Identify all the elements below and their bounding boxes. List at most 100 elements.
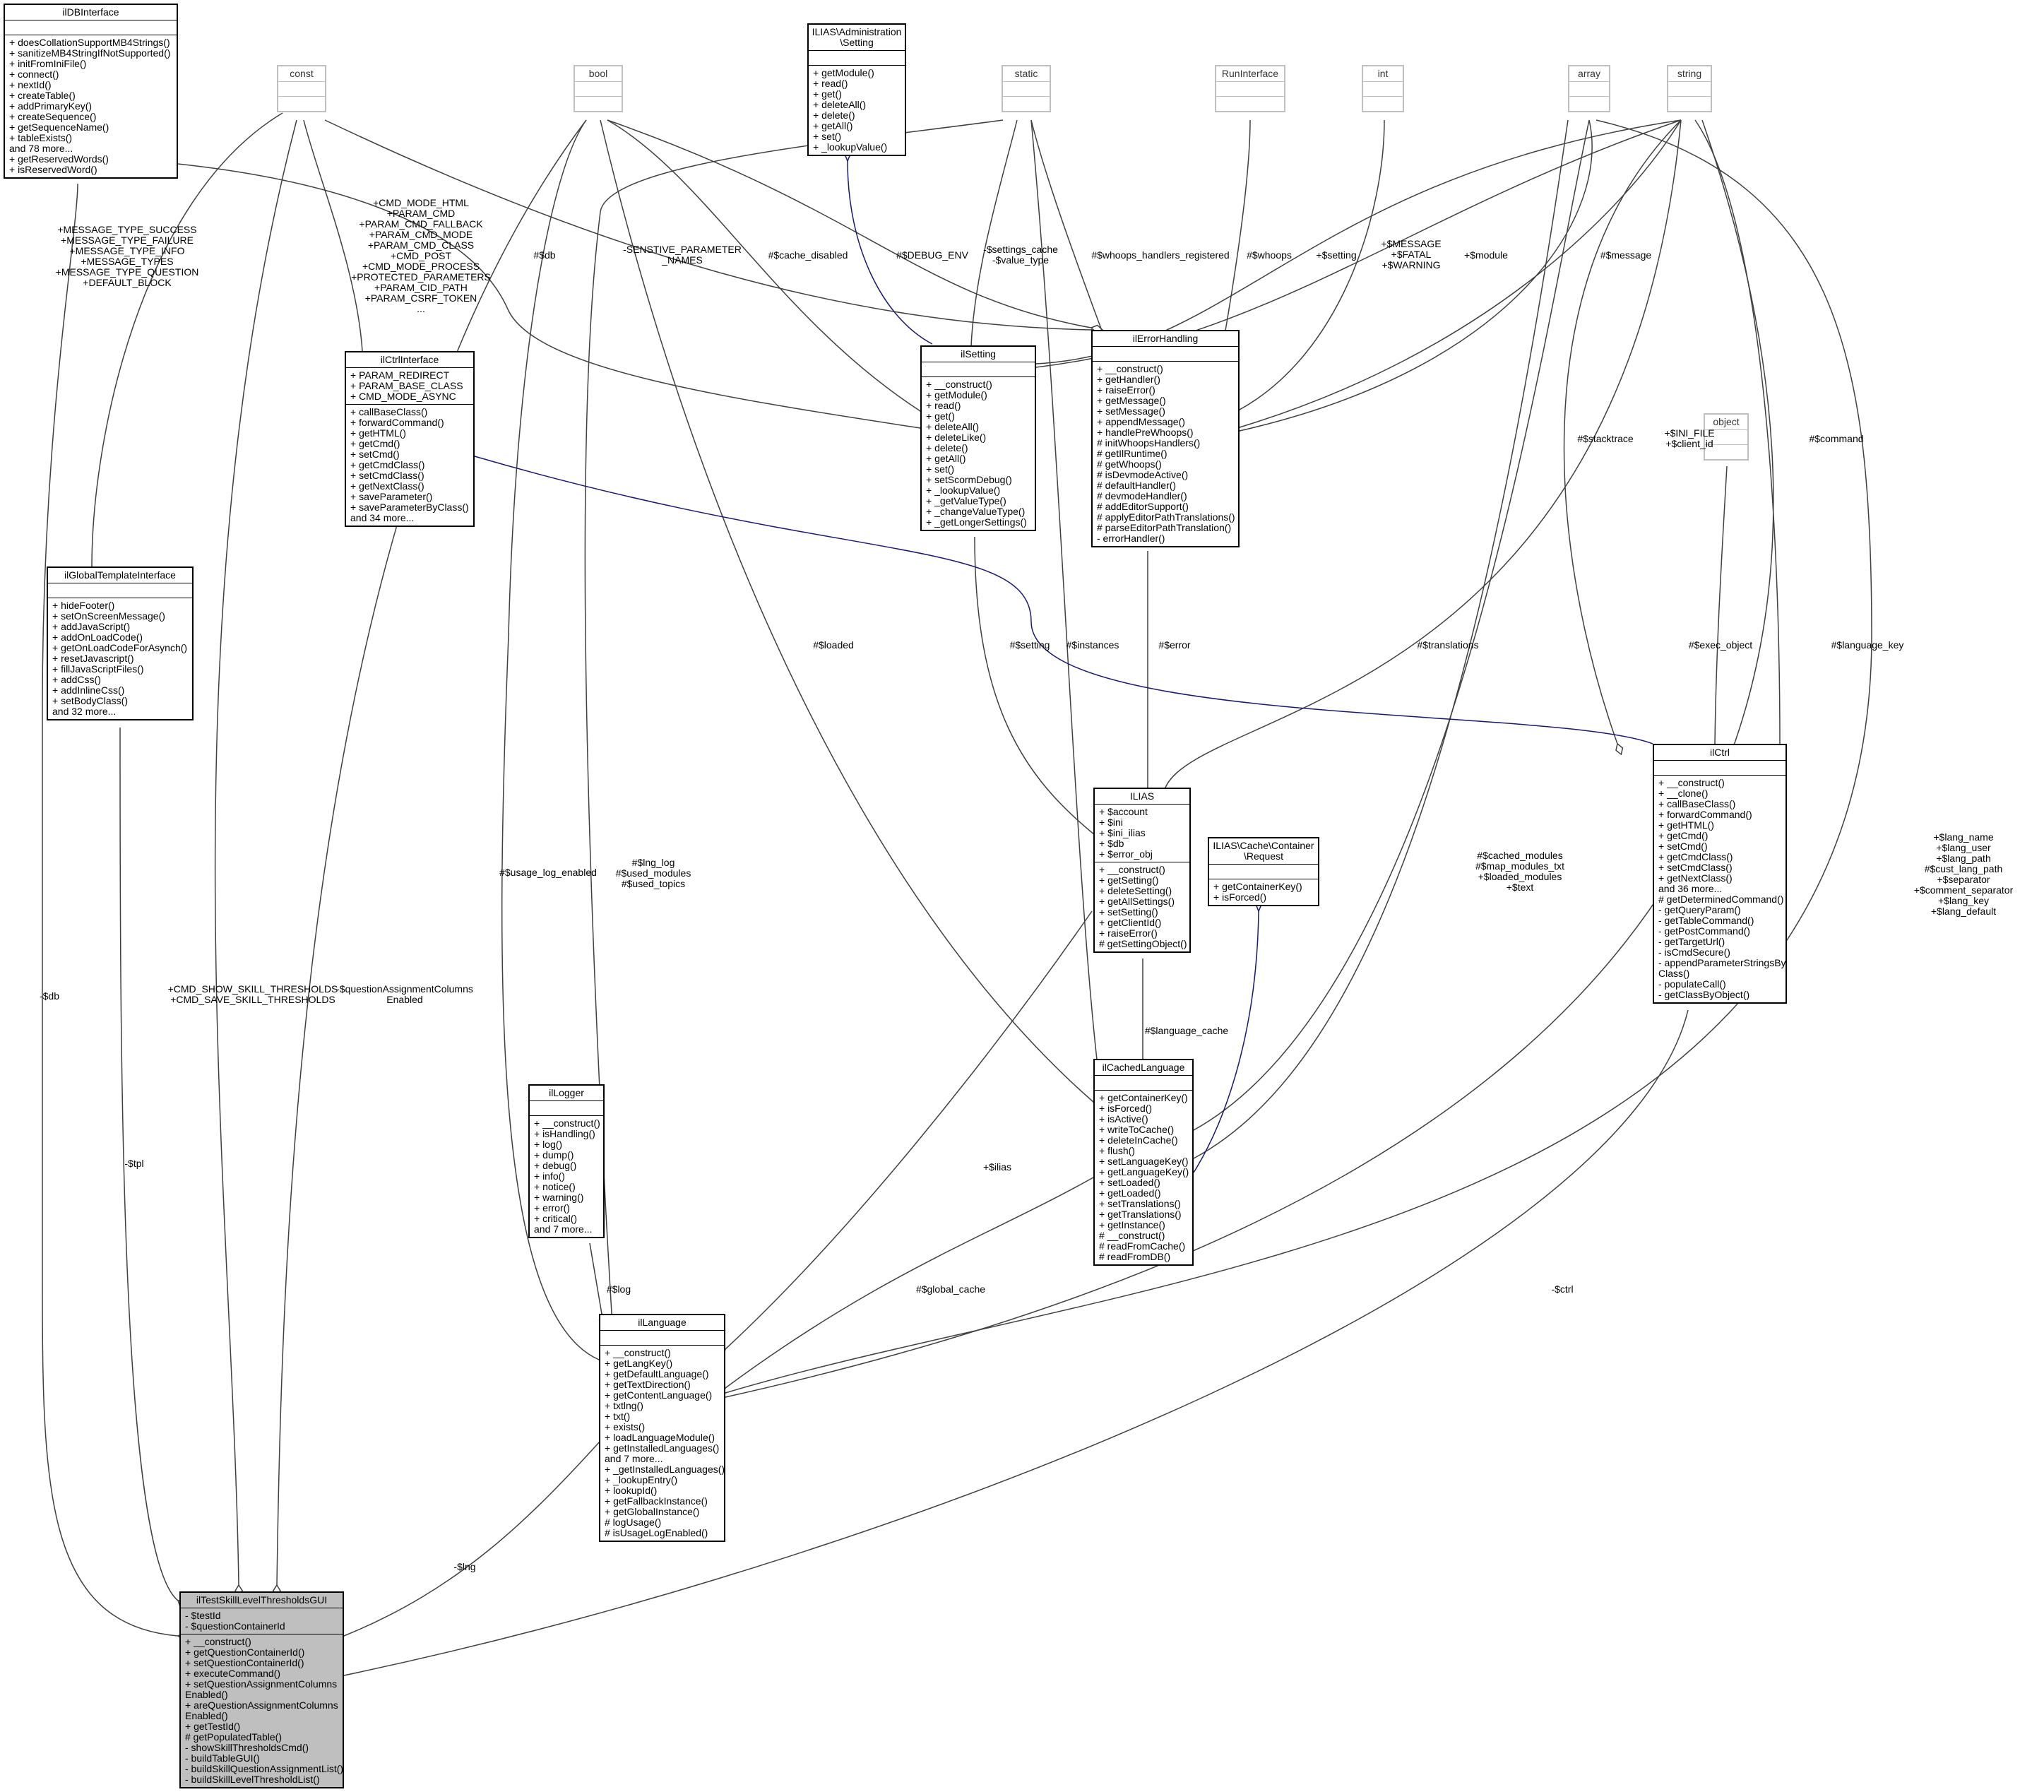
member-row: # devmodeHandler() [1097,490,1187,502]
node-title: const [278,66,325,82]
member-row: + getReservedWords() [9,153,109,165]
member-row: + getTranslations() [1099,1209,1182,1220]
node-ops: + __construct()+ getModule()+ read()+ ge… [922,377,1035,530]
node-const[interactable]: const [277,65,326,112]
edge-static-cachedlanguage [1030,119,1097,1060]
node-int[interactable]: int [1362,65,1404,112]
node-static[interactable]: static [1002,65,1051,112]
member-row: + getLanguageKey() [1099,1166,1189,1177]
node-array[interactable]: array [1568,65,1610,112]
member-row: + setScormDebug() [926,474,1012,485]
node-ops: + __construct()+ isHandling()+ log()+ du… [530,1116,603,1237]
member-row: + isReservedWord() [9,164,97,175]
member-row: + _lookupValue() [926,485,1001,496]
node-admin-setting[interactable]: ILIAS\Administration \Setting + getModul… [807,23,906,156]
member-row: + getTextDirection() [605,1379,691,1390]
member-row: + getAllSettings() [1099,896,1175,907]
member-row: - getTableCommand() [1658,915,1754,926]
member-row: + loadLanguageModule() [605,1432,715,1443]
member-row: + txt() [605,1411,631,1422]
member-row: + addInlineCss() [52,684,125,696]
node-ilglobaltemplateinterface[interactable]: ilGlobalTemplateInterface + hideFooter()… [47,566,194,720]
member-row: + setQuestionContainerId() [185,1657,304,1668]
member-row: + writeToCache() [1099,1124,1175,1135]
member-row: + doesCollationSupportMB4Strings() [9,37,170,48]
edge-label-translations: #$translations [1417,639,1479,651]
edge-const-errorhandling [324,119,1091,330]
node-title: ilCtrl [1654,745,1785,761]
node-ops: + __construct()+ getLangKey()+ getDefaul… [600,1346,725,1541]
edge-label-exec-object: #$exec_object [1688,639,1753,651]
node-attrs [922,362,1035,377]
member-row: + getContentLanguage() [605,1389,713,1401]
member-row: + _getValueType() [926,495,1006,506]
edge-label-whoops: #$whoops [1247,249,1292,261]
node-ilctrlinterface[interactable]: ilCtrlInterface + PARAM_REDIRECT+ PARAM_… [345,351,475,527]
node-ops: + doesCollationSupportMB4Strings()+ sani… [5,35,177,177]
member-row: + createTable() [9,90,76,101]
member-row: # applyEditorPathTranslations() [1097,511,1235,523]
node-ilctrl[interactable]: ilCtrl + __construct()+ __clone()+ callB… [1653,744,1787,1004]
member-row: + deleteLike() [926,432,987,443]
edge-string-errorhandling-message [1240,119,1682,427]
member-row: + dump() [534,1149,574,1161]
node-attrs [1209,865,1318,879]
member-row: + txtlng() [605,1400,643,1411]
edge-label-global-cache: #$global_cache [915,1283,986,1295]
node-string[interactable]: string [1667,65,1712,112]
node-runinterface[interactable]: RunInterface [1215,65,1285,112]
node-illanguage[interactable]: ilLanguage + __construct()+ getLangKey()… [599,1314,725,1542]
edge-string-ilias [1165,119,1682,788]
edge-label-log: #$log [606,1283,631,1295]
member-row: # isDevmodeActive() [1097,469,1189,480]
member-row: + addOnLoadCode() [52,631,143,643]
edge-label-error: #$error [1158,639,1191,651]
member-row: + nextId() [9,79,52,90]
member-row: # defaultHandler() [1097,480,1177,491]
member-row: + CMD_MODE_ASYNC [350,391,456,402]
member-row: - buildSkillLevelThresholdList() [185,1774,320,1785]
member-row: + isActive() [1099,1113,1148,1125]
member-row: + getMessage() [1097,395,1166,406]
node-attrs [530,1101,603,1116]
node-ops [1216,97,1284,111]
edge-string-ilctrl-command [1694,119,1780,744]
node-illogger[interactable]: ilLogger + __construct()+ isHandling()+ … [528,1084,605,1238]
member-row: - getQueryParam() [1658,904,1741,915]
node-attrs [278,82,325,97]
node-ilsetting[interactable]: ilSetting + __construct()+ getModule()+ … [920,345,1036,531]
node-ilias[interactable]: ILIAS + $account+ $ini+ $ini_ilias+ $db+… [1093,788,1191,953]
member-row: + getSequenceName() [9,121,109,133]
member-row: # readFromDB() [1099,1251,1171,1262]
member-row: + getAll() [813,120,853,131]
member-row: + raiseError() [1099,927,1158,939]
node-ops [1363,97,1403,111]
member-row: # getIlRuntime() [1097,448,1167,459]
member-row: - getClassByObject() [1658,989,1750,1000]
node-ildbinterface[interactable]: ilDBInterface + doesCollationSupportMB4S… [4,4,178,179]
member-row: + areQuestionAssignmentColumns Enabled() [185,1699,338,1721]
edge-label-db: #$db [533,249,556,261]
edge-bool-gui [277,119,587,1585]
node-bool[interactable]: bool [574,65,623,112]
member-row: + setCmdClass() [1658,862,1733,873]
edge-label-ctrl: -$ctrl [1551,1283,1574,1295]
member-row: + setLanguageKey() [1099,1156,1189,1167]
member-row: + setLoaded() [1099,1177,1160,1188]
node-object[interactable]: object [1704,413,1749,461]
node-attrs: + PARAM_REDIRECT+ PARAM_BASE_CLASS+ CMD_… [346,368,473,405]
node-iltestskilllevelthresholdsgui[interactable]: ilTestSkillLevelThresholdsGUI - $testId-… [179,1591,344,1788]
member-row: + getCmd() [350,438,400,449]
member-row: # logUsage() [605,1517,662,1528]
edge-array-language [725,119,1872,1393]
node-attrs [575,82,622,97]
node-cache-request[interactable]: ILIAS\Cache\Container \Request + getCont… [1208,837,1319,906]
member-row: - $questionContainerId [185,1620,285,1632]
node-title: ilErrorHandling [1093,331,1238,347]
node-ilerrorhandling[interactable]: ilErrorHandling + __construct()+ getHand… [1091,330,1240,547]
node-ilcachedlanguage[interactable]: ilCachedLanguage + getContainerKey()+ is… [1093,1059,1194,1266]
node-title: int [1363,66,1403,82]
member-row: + setCmd() [350,449,400,460]
member-row: - getTargetUrl() [1658,936,1725,947]
